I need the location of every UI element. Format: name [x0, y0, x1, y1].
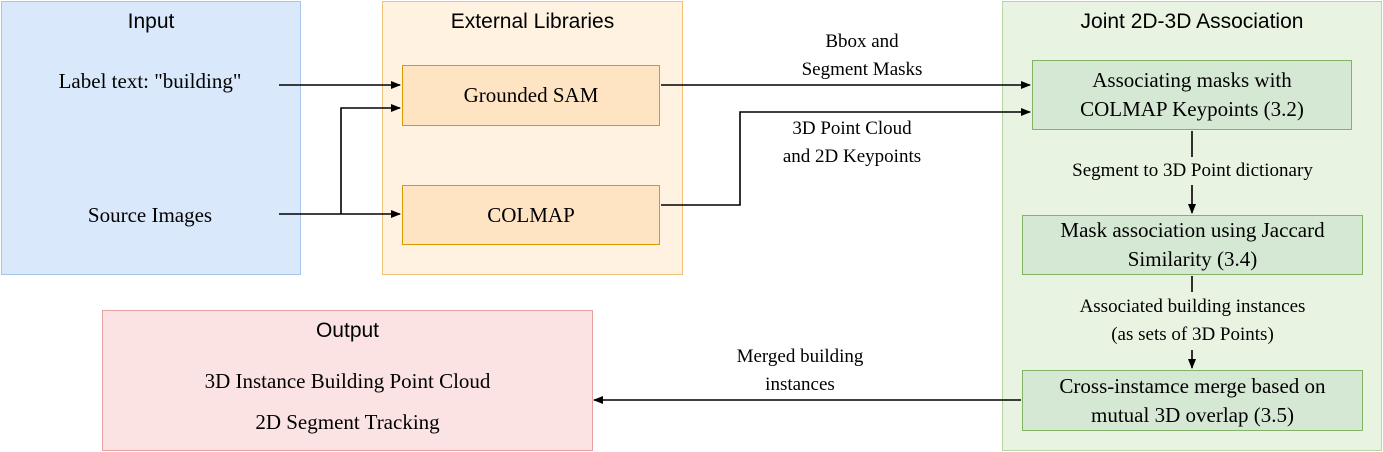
joint-association-title: Joint 2D-3D Association [1080, 10, 1304, 33]
output-point-cloud: 3D Instance Building Point Cloud [204, 369, 491, 393]
jaccard-line2: Similarity (3.4) [1127, 247, 1258, 271]
grounded-sam-label: Grounded SAM [463, 83, 599, 107]
jaccard-box: Mask association using Jaccard Similarit… [1022, 215, 1363, 275]
arrow-source-to-sam [340, 104, 401, 214]
edge-label-associated: Associated building instances (as sets o… [1022, 293, 1363, 349]
edge-label-point-cloud-line1: 3D Point Cloud [792, 118, 912, 139]
input-title: Input [127, 10, 175, 33]
cross-instance-line2: mutual 3D overlap (3.5) [1091, 402, 1294, 427]
edge-label-bbox-line2: Segment Masks [801, 59, 923, 80]
edge-label-bbox-line1: Bbox and [825, 31, 899, 52]
external-libraries-title: External Libraries [450, 10, 615, 33]
edge-label-merged-line2: instances [765, 374, 835, 395]
edge-label-segment-dict: Segment to 3D Point dictionary [1072, 160, 1313, 181]
colmap-box: COLMAP [402, 185, 660, 245]
arrow-colmap-to-associating [661, 108, 1031, 206]
associating-masks-line2: COLMAP Keypoints (3.2) [1080, 97, 1304, 121]
input-group: Input [1, 1, 301, 275]
edge-label-point-cloud-line2: and 2D Keypoints [782, 146, 922, 167]
edge-label-associated-line1: Associated building instances [1079, 296, 1306, 317]
associating-masks-box: Associating masks with COLMAP Keypoints … [1032, 60, 1352, 130]
cross-instance-merge-box: Cross-instamce merge based on mutual 3D … [1022, 370, 1363, 431]
source-images-input: Source Images [87, 203, 213, 227]
output-segment-tracking: 2D Segment Tracking [255, 410, 440, 434]
edge-label-point-cloud: 3D Point Cloud and 2D Keypoints [742, 115, 962, 171]
edge-label-bbox-masks: Bbox and Segment Masks [742, 28, 982, 84]
grounded-sam-box: Grounded SAM [402, 65, 660, 126]
output-group: Output [102, 310, 593, 451]
output-title: Output [315, 319, 380, 342]
jaccard-line1: Mask association using Jaccard [1060, 218, 1325, 242]
edge-label-merged: Merged building instances [700, 343, 900, 399]
cross-instance-line1: Cross-instamce merge based on [1059, 373, 1326, 398]
label-text-input: Label text: "building" [58, 69, 242, 93]
colmap-label: COLMAP [487, 202, 575, 227]
edge-label-merged-line1: Merged building [736, 346, 864, 367]
associating-masks-line1: Associating masks with [1092, 68, 1292, 92]
edge-label-associated-line2: (as sets of 3D Points) [1111, 324, 1274, 345]
